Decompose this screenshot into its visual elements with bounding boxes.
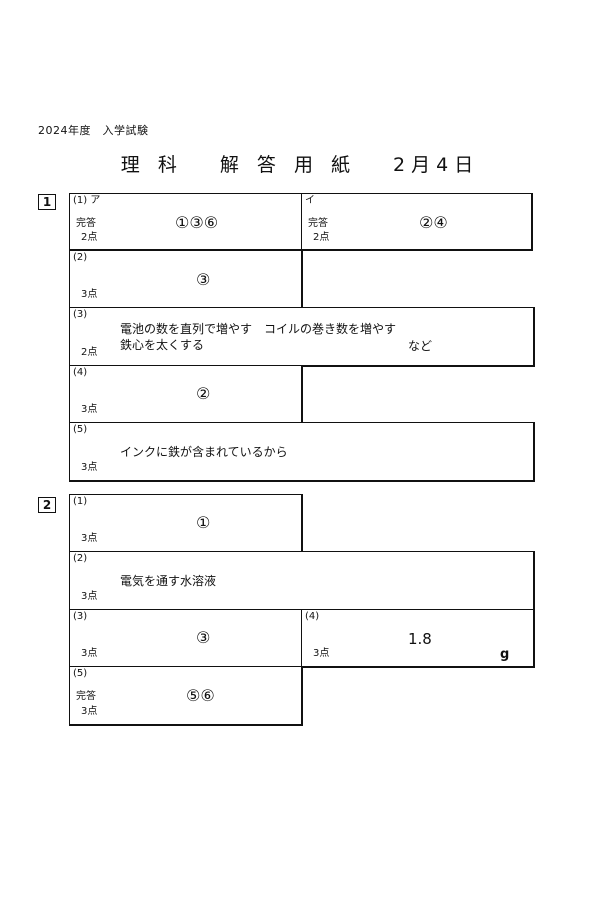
- answer-box-q1-4: (4) 3点 ②: [69, 365, 303, 424]
- part-label: (2): [73, 553, 88, 564]
- points-label: 3点: [313, 648, 330, 659]
- part-label: (2): [73, 252, 88, 263]
- part-label: イ: [305, 195, 315, 206]
- points-label: 2点: [81, 232, 98, 243]
- complete-answer-note: 完答: [76, 691, 96, 702]
- points-label: 3点: [81, 706, 98, 717]
- exam-label: 2024年度 入学試験: [38, 124, 149, 137]
- answer-box-q1-5: (5) 3点 インクに鉄が含まれているから: [69, 422, 535, 482]
- answer-etc: など: [408, 339, 433, 353]
- part-label: (1) ア: [73, 195, 101, 206]
- points-label: 3点: [81, 591, 98, 602]
- points-label: 3点: [81, 462, 98, 473]
- answer-box-q2-3: (3) 3点 ③: [69, 609, 303, 668]
- answer-value: 電気を通す水溶液: [120, 574, 217, 588]
- answer-box-q1-3: (3) 2点 電池の数を直列で増やす コイルの巻き数を増やす 鉄心を太くする な…: [69, 307, 535, 367]
- answer-box-q1-1i: イ 完答 2点 ②④: [301, 193, 533, 251]
- answer-value: 1.8: [408, 630, 432, 648]
- points-label: 2点: [313, 232, 330, 243]
- points-label: 3点: [81, 533, 98, 544]
- points-label: 3点: [81, 289, 98, 300]
- part-label: (5): [73, 668, 88, 679]
- answer-box-q2-4: (4) 3点 1.8 g: [301, 609, 535, 668]
- points-label: 3点: [81, 404, 98, 415]
- points-label: 3点: [81, 648, 98, 659]
- answer-value: ③: [196, 628, 211, 647]
- answer-box-q2-5: (5) 完答 3点 ⑤⑥: [69, 666, 303, 726]
- question-number-1: 1: [38, 194, 56, 210]
- part-label: (4): [305, 611, 320, 622]
- answer-value: ①: [196, 513, 211, 532]
- answer-unit: g: [500, 647, 510, 662]
- part-label: (3): [73, 611, 88, 622]
- answer-value: インクに鉄が含まれているから: [120, 445, 288, 459]
- page-title: 理 科 解 答 用 紙 2月4日: [120, 154, 480, 176]
- answer-line-2: 鉄心を太くする: [120, 338, 205, 352]
- part-label: (1): [73, 496, 88, 507]
- points-label: 2点: [81, 347, 98, 358]
- complete-answer-note: 完答: [76, 218, 96, 229]
- answer-line-1: 電池の数を直列で増やす コイルの巻き数を増やす: [120, 322, 397, 336]
- answer-value: ③: [196, 270, 211, 289]
- question-number-2: 2: [38, 497, 56, 513]
- answer-value: ⑤⑥: [186, 686, 215, 705]
- complete-answer-note: 完答: [308, 218, 328, 229]
- answer-value: ②④: [419, 213, 448, 232]
- answer-box-q2-1: (1) 3点 ①: [69, 494, 303, 553]
- answer-box-q1-1a: (1) ア 完答 2点 ①③⑥: [69, 193, 303, 251]
- part-label: (4): [73, 367, 88, 378]
- part-label: (5): [73, 424, 88, 435]
- answer-box-q2-2: (2) 3点 電気を通す水溶液: [69, 551, 535, 611]
- answer-value: ①③⑥: [175, 213, 219, 232]
- answer-box-q1-2: (2) 3点 ③: [69, 250, 303, 309]
- part-label: (3): [73, 309, 88, 320]
- answer-value: ②: [196, 384, 211, 403]
